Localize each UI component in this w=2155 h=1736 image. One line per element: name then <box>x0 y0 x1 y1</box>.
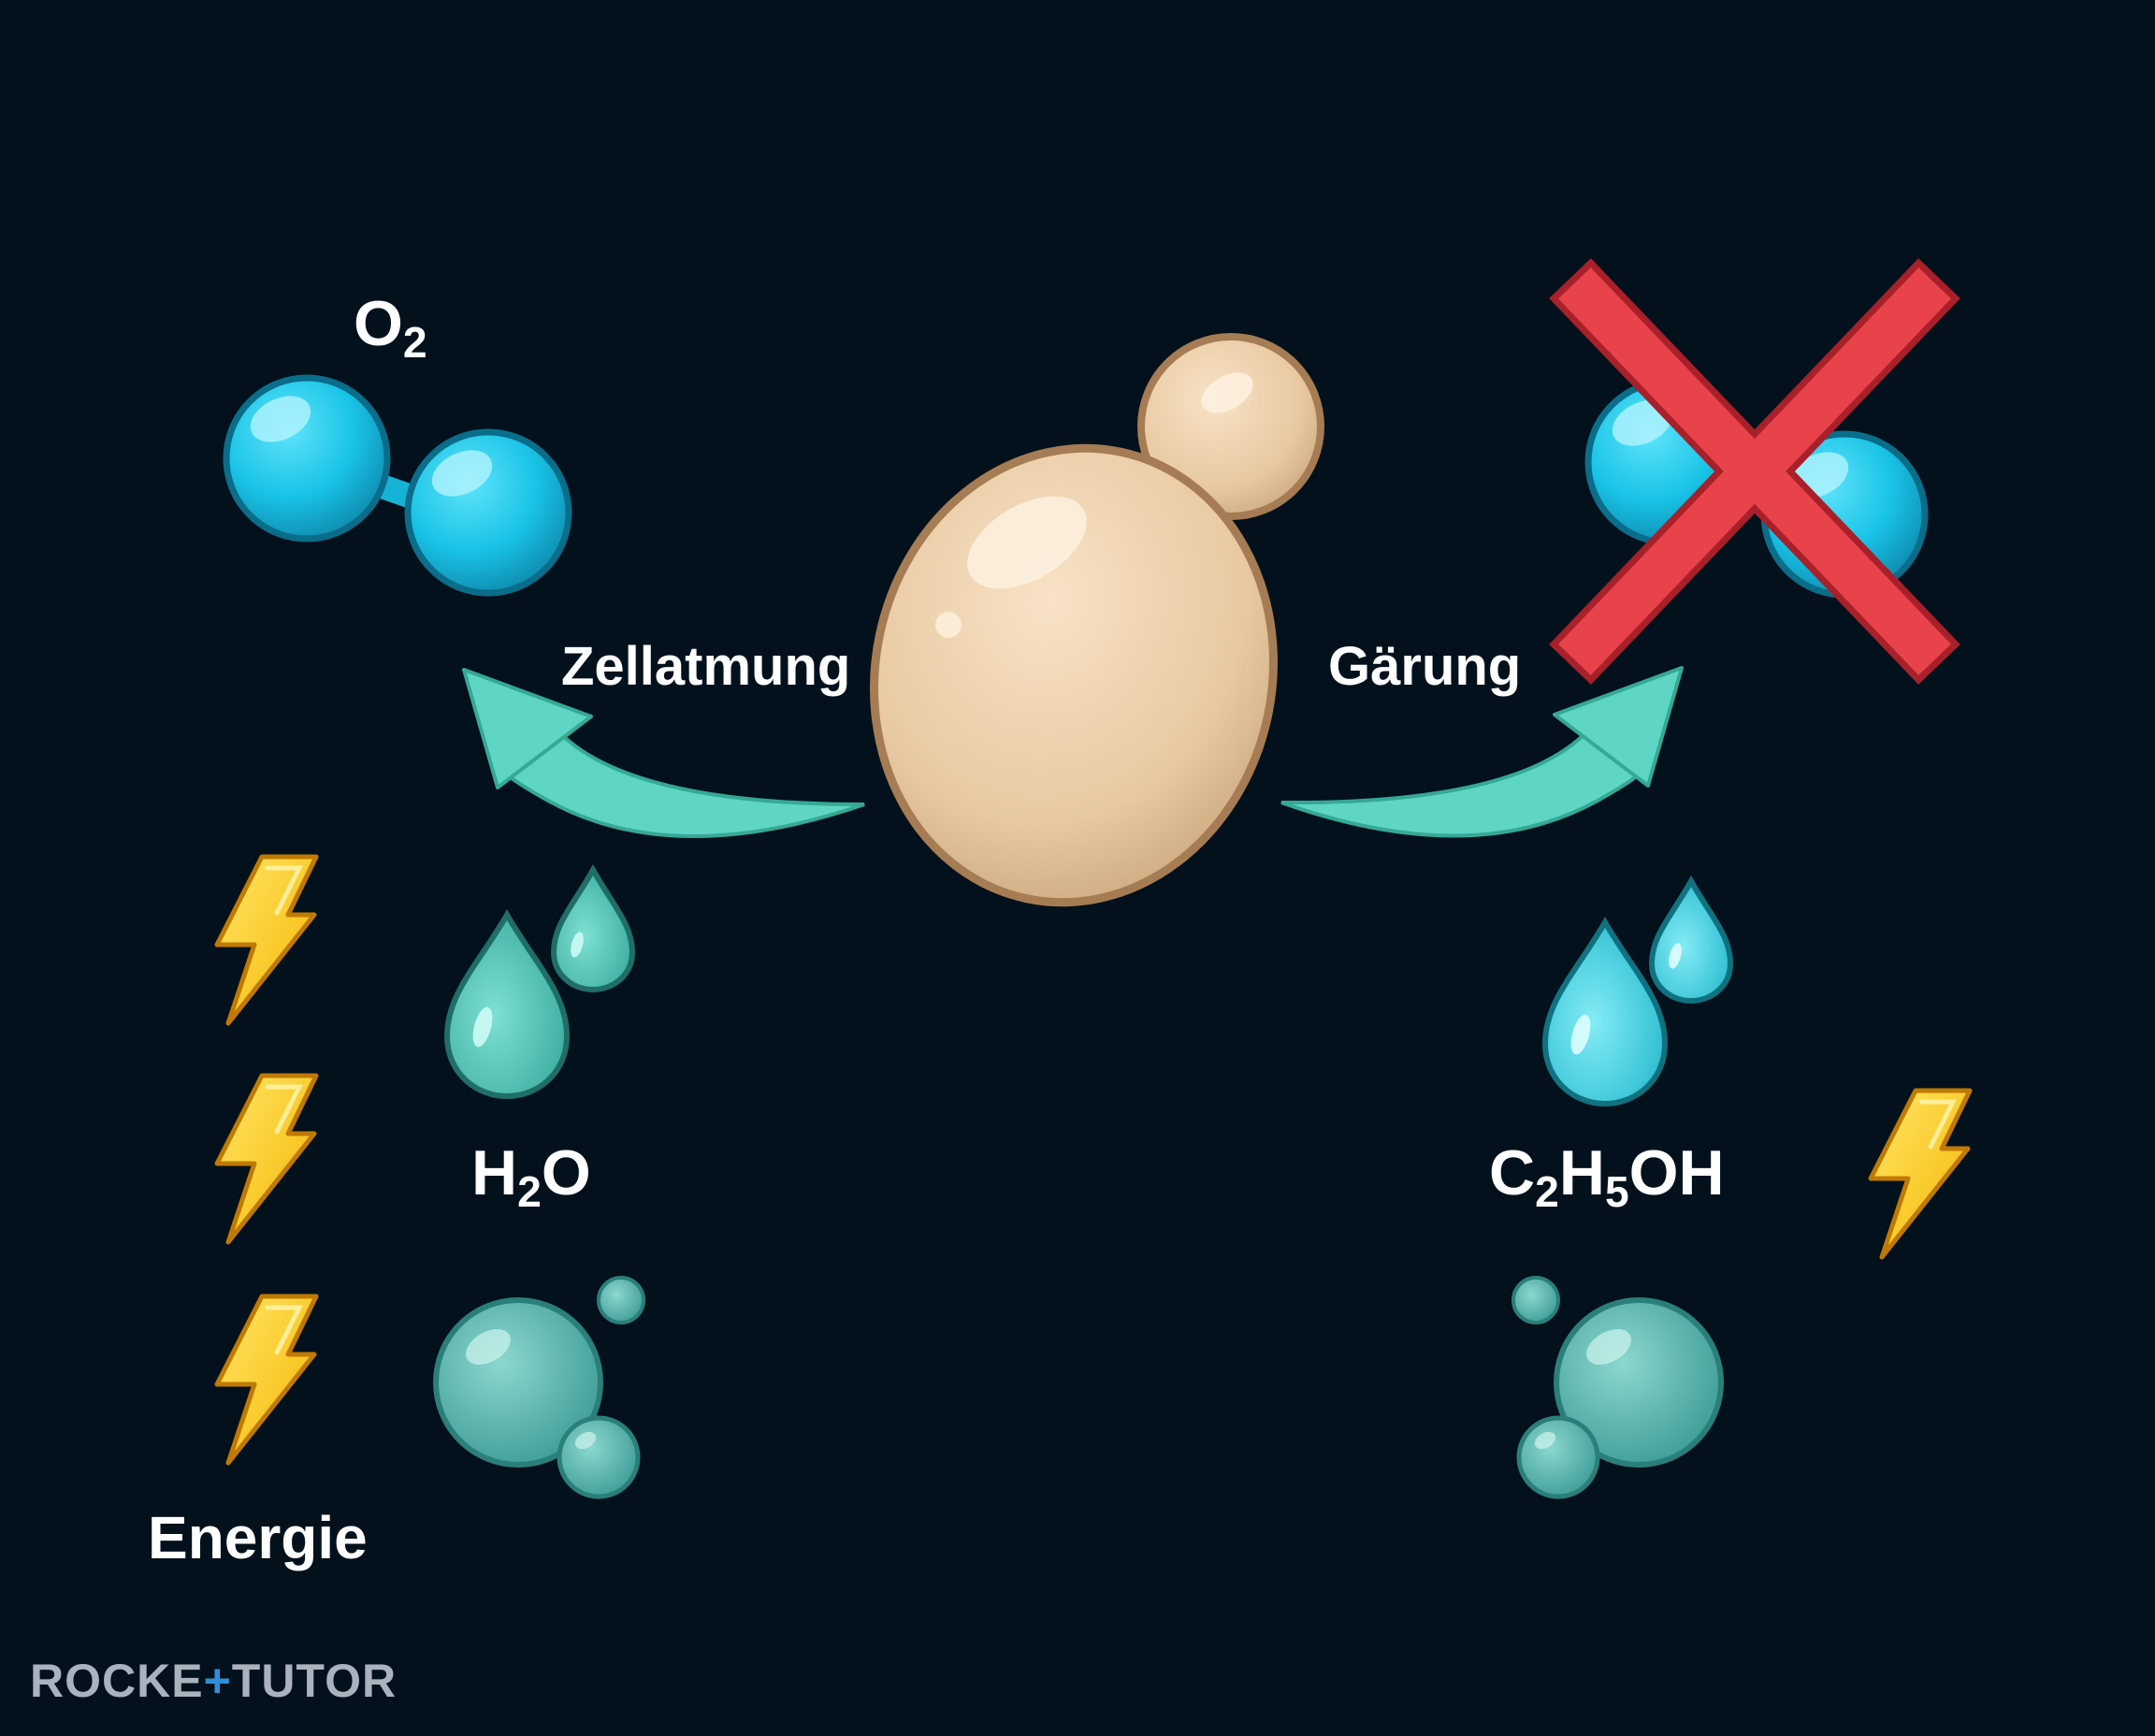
energy-label: Energie <box>148 1504 368 1571</box>
cross-icon <box>1549 258 1960 685</box>
curved-arrow-right-icon <box>1280 666 1684 838</box>
curved-arrow-left-icon <box>462 668 865 839</box>
bubble-icon <box>557 1415 641 1499</box>
lightning-icon <box>217 857 316 1023</box>
lightning-icon <box>217 1076 316 1242</box>
cell-respiration-label: Zellatmung <box>561 636 851 697</box>
bubble-cluster-left <box>433 1276 645 1499</box>
fermentation-label: Gärung <box>1328 636 1522 697</box>
lightning-icon <box>1871 1091 1970 1257</box>
water-label: H2O <box>471 1137 591 1216</box>
ethanol-drop-icon <box>1541 875 1734 1107</box>
yeast-cell-icon <box>870 333 1324 907</box>
oxygen-label: O2 <box>354 288 427 367</box>
oxygen-molecule-icon <box>223 374 572 597</box>
bubble-cluster-right <box>1511 1276 1724 1499</box>
bubble-icon <box>1511 1276 1560 1324</box>
bubble-icon <box>1516 1415 1600 1499</box>
water-drop-icon <box>443 863 636 1100</box>
ethanol-label: C2H5OH <box>1489 1137 1725 1216</box>
bubble-icon <box>597 1276 645 1324</box>
brand-logo: ROCKE+TUTOR <box>30 1655 398 1707</box>
lightning-icon <box>217 1296 316 1463</box>
